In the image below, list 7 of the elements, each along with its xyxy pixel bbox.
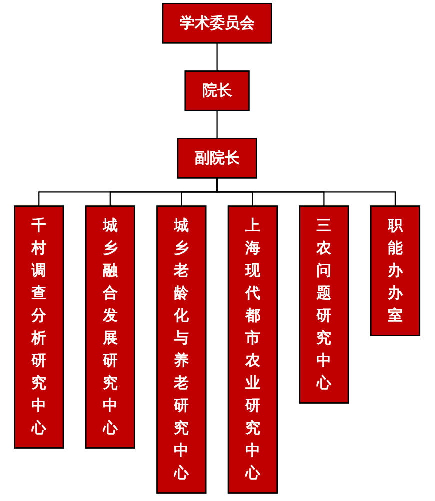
leadership-box: 学术委员会 (162, 3, 273, 44)
connector-line (216, 43, 218, 72)
research-center-box: 职能办办室 (370, 206, 421, 336)
connector-line (216, 178, 396, 206)
leadership-box: 院长 (184, 70, 250, 112)
connector-line (216, 110, 218, 139)
leadership-box: 副院长 (177, 138, 258, 179)
